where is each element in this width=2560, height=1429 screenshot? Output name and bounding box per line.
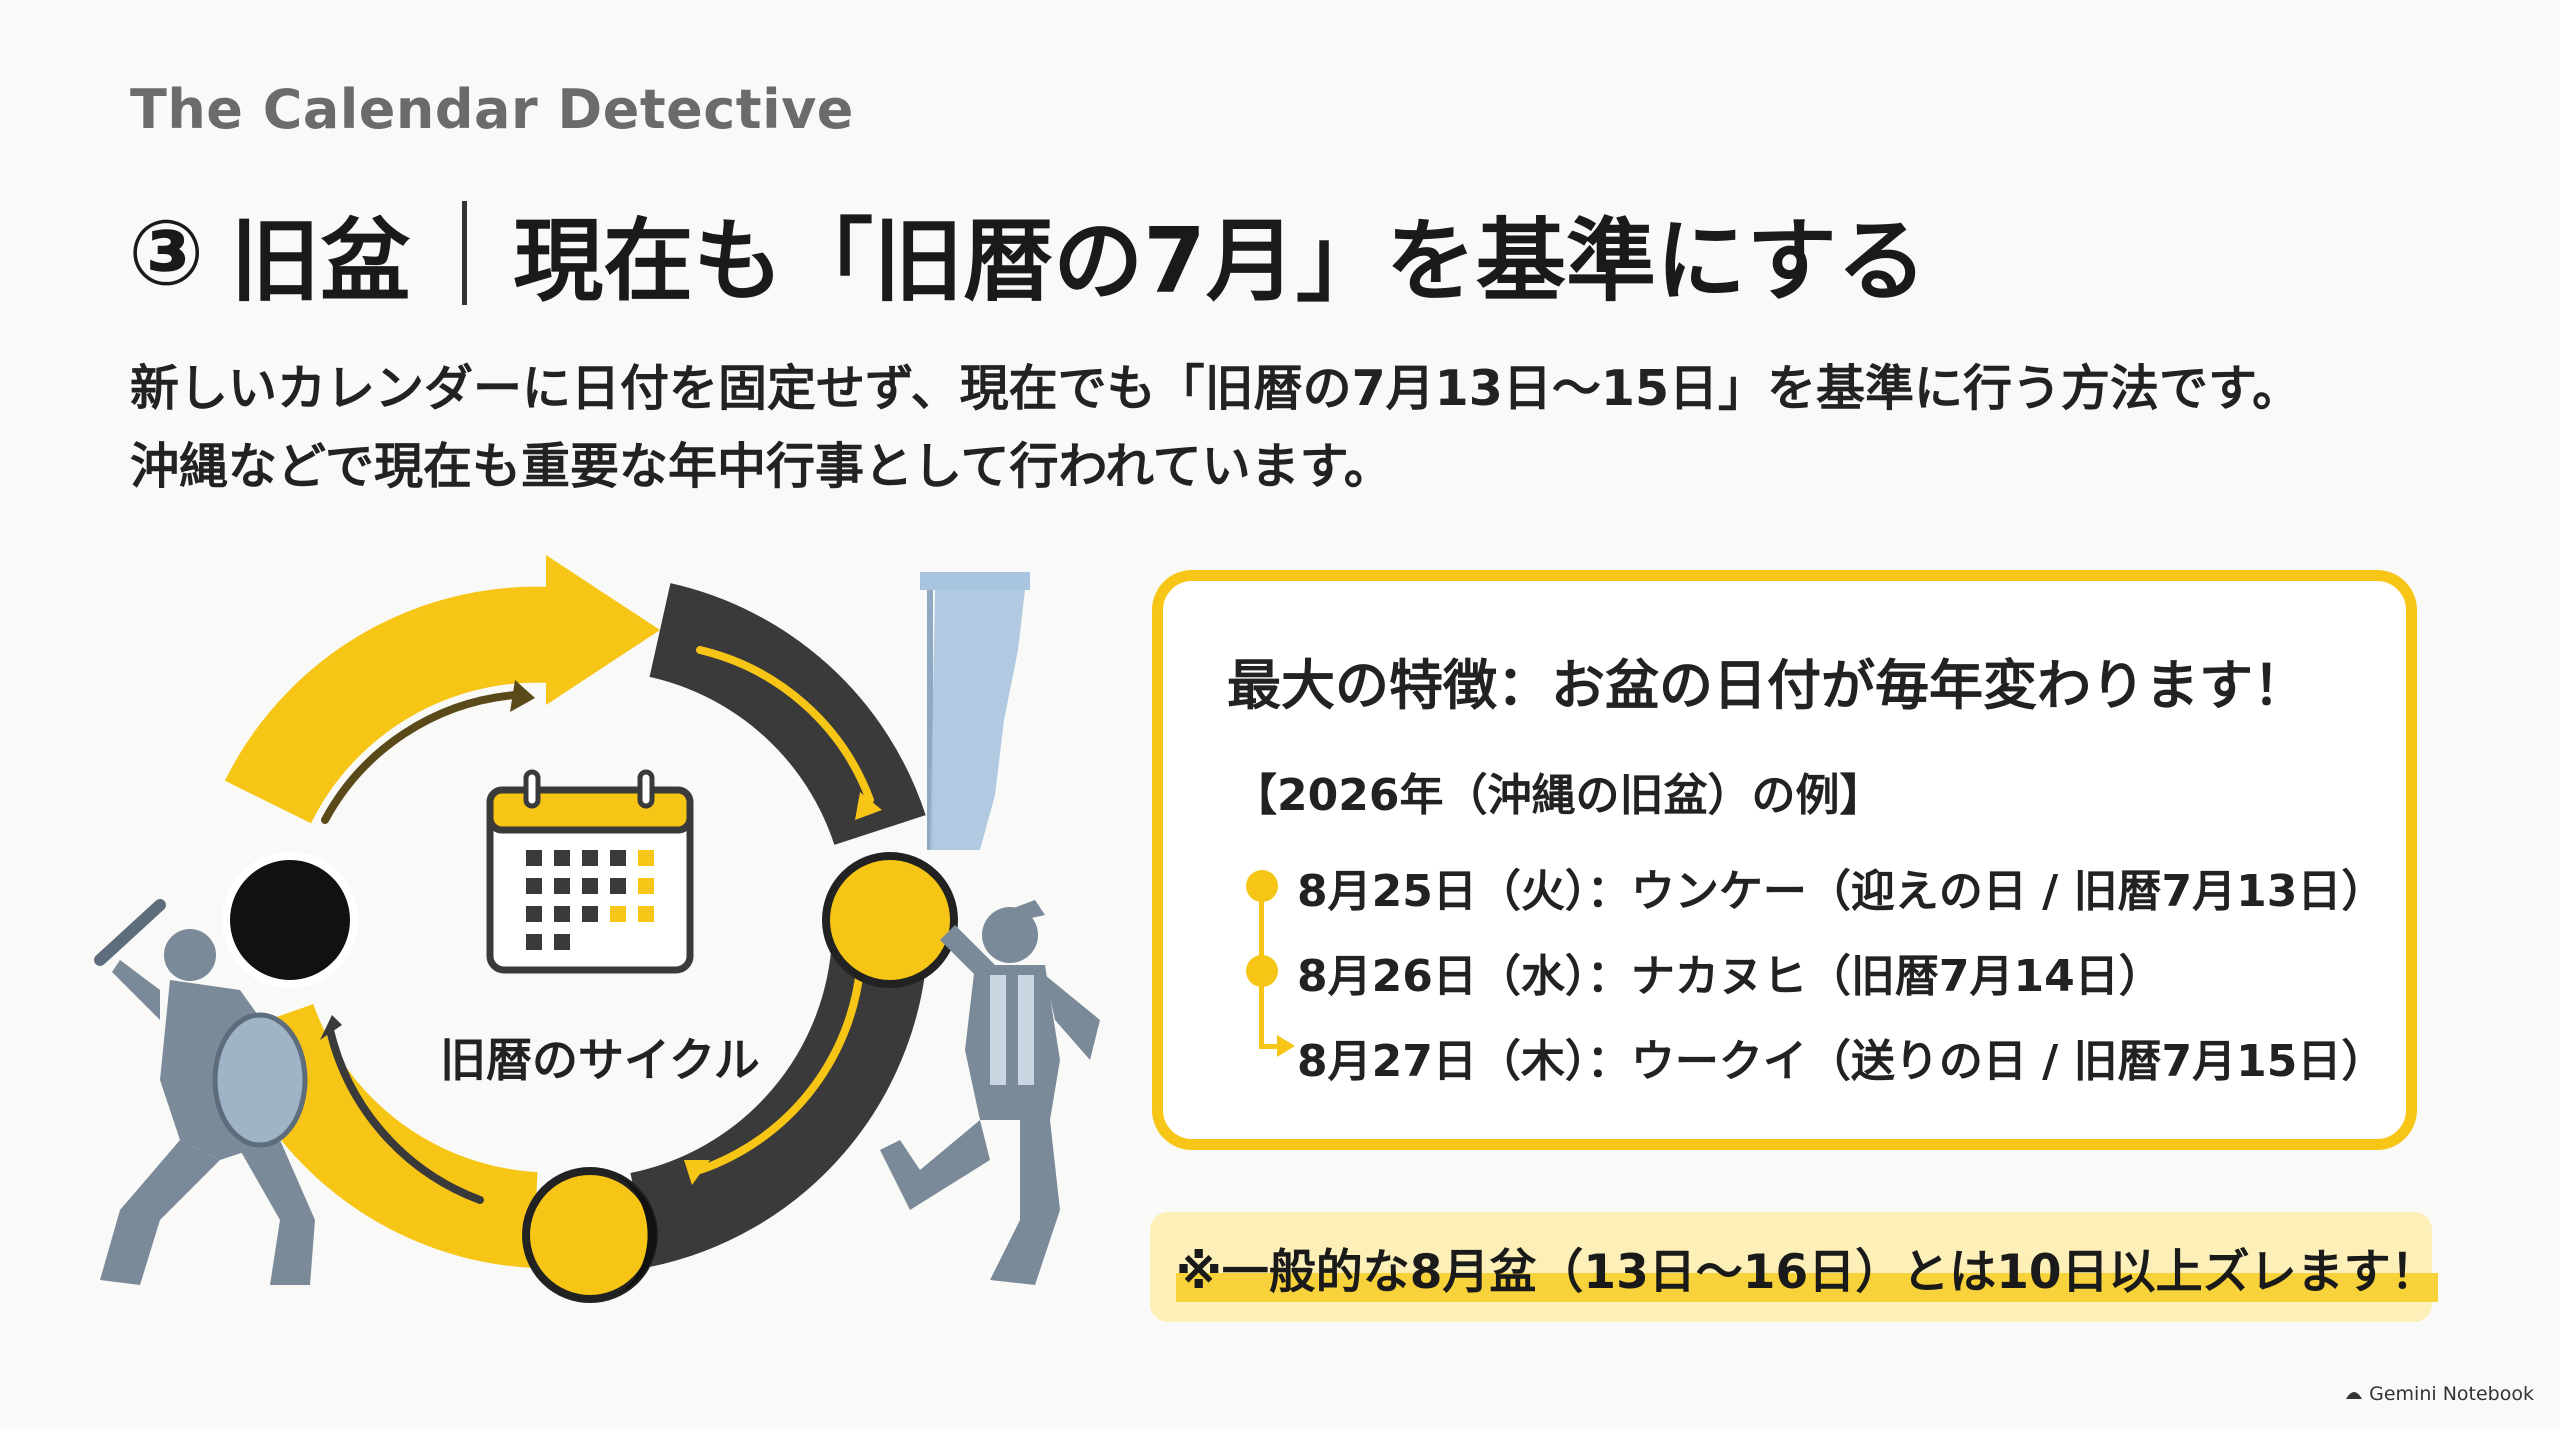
timeline-item: 8月26日（水）：ナカヌヒ（旧暦7月14日） xyxy=(1297,951,2163,1002)
banner-flag-icon xyxy=(920,572,1030,850)
moon-phase-icon xyxy=(222,852,958,1303)
dancer-icon xyxy=(94,899,315,1285)
feature-card: 最大の特徴：お盆の日付が毎年変わります！ 【2026年（沖縄の旧盆）の例】 8月… xyxy=(1152,570,2417,1150)
card-subtitle: 【2026年（沖縄の旧盆）の例】 xyxy=(1233,770,1884,821)
dancer-icon xyxy=(880,900,1100,1285)
title-main: 旧盆 xyxy=(230,209,411,314)
note-text: ※一般的な8月盆（13日〜16日）とは10日以上ズレます！ xyxy=(1176,1232,2438,1302)
title-divider xyxy=(462,201,468,305)
page-title: ③ 旧盆 現在も「旧暦の7月」を基準にする xyxy=(128,188,1927,318)
note-banner: ※一般的な8月盆（13日〜16日）とは10日以上ズレます！ xyxy=(1150,1212,2438,1322)
title-number: ③ xyxy=(128,200,205,306)
timeline-line xyxy=(1259,1044,1281,1049)
description-line: 新しいカレンダーに日付を固定せず、現在でも「旧暦の7月13日〜15日」を基準に行… xyxy=(130,360,2302,417)
card-title: 最大の特徴：お盆の日付が毎年変わります！ xyxy=(1227,654,2307,717)
timeline-arrow-icon xyxy=(1277,1035,1295,1057)
timeline-dot xyxy=(1246,955,1278,987)
calendar-icon xyxy=(486,769,694,974)
drum-icon xyxy=(212,1012,308,1148)
title-sub: 現在も「旧暦の7月」を基準にする xyxy=(513,209,1927,314)
timeline-item: 8月27日（木）：ウークイ（送りの日 / 旧暦7月15日） xyxy=(1297,1036,2386,1087)
description: 新しいカレンダーに日付を固定せず、現在でも「旧暦の7月13日〜15日」を基準に行… xyxy=(130,350,2301,506)
description-line: 沖縄などで現在も重要な年中行事として行われています。 xyxy=(130,438,1393,495)
cycle-arrow-head xyxy=(546,555,660,705)
notebook-logo-icon xyxy=(2346,1392,2363,1399)
footer-text: Gemini Notebook xyxy=(2369,1383,2534,1405)
brand-name: The Calendar Detective xyxy=(130,78,854,141)
timeline-item: 8月25日（火）：ウンケー（迎えの日 / 旧暦7月13日） xyxy=(1297,866,2386,917)
footer-brand: Gemini Notebook xyxy=(2345,1383,2534,1405)
cycle-label: 旧暦のサイクル xyxy=(440,1033,760,1087)
timeline-dot xyxy=(1246,870,1278,902)
lunar-cycle-illustration xyxy=(94,555,1100,1303)
